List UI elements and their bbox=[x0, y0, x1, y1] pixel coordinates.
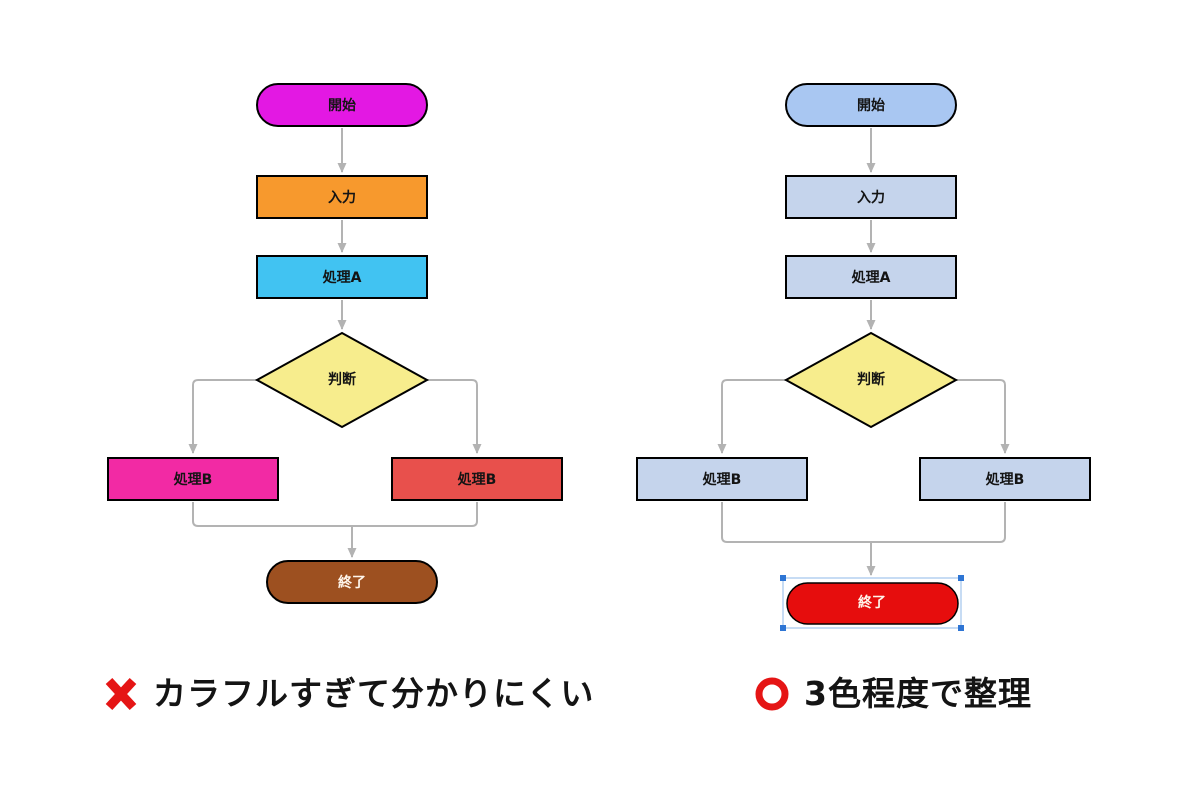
start-terminator-shape[interactable] bbox=[785, 83, 957, 127]
caption-organized: 3色程度で整理 bbox=[754, 672, 1032, 716]
node-decision[interactable]: 判断 bbox=[254, 331, 430, 429]
selection-bounding-box bbox=[782, 577, 962, 629]
node-input[interactable]: 入力 bbox=[256, 175, 428, 219]
input-label: 入力 bbox=[857, 189, 885, 206]
edge-merge-right bbox=[871, 502, 1006, 543]
decision-diamond-shape[interactable] bbox=[783, 331, 959, 429]
node-process-a[interactable]: 処理A bbox=[256, 255, 428, 299]
cross-mark-icon bbox=[105, 677, 137, 711]
selection-handle-bottom-left[interactable] bbox=[780, 625, 786, 631]
process-b-left-shape[interactable] bbox=[636, 457, 808, 501]
end-label: 終了 bbox=[338, 574, 366, 591]
input-process-shape[interactable] bbox=[785, 175, 957, 219]
node-start[interactable]: 開始 bbox=[256, 83, 428, 127]
selection-handles bbox=[780, 575, 964, 631]
node-end-selected[interactable]: 終了 bbox=[780, 575, 964, 631]
selection-handle-top-right[interactable] bbox=[958, 575, 964, 581]
end-label: 終了 bbox=[858, 594, 886, 611]
caption-colorful: カラフルすぎて分かりにくい bbox=[103, 672, 594, 716]
process-a-label: 処理A bbox=[322, 269, 362, 286]
decision-label: 判断 bbox=[857, 371, 885, 388]
process-b-right-label: 処理B bbox=[985, 471, 1025, 488]
node-process-b-left[interactable]: 処理B bbox=[107, 457, 279, 501]
process-a-shape[interactable] bbox=[785, 255, 957, 299]
edge-decision-processb-right bbox=[956, 379, 1010, 454]
caption-colorful-text: カラフルすぎて分かりにくい bbox=[153, 674, 595, 713]
end-terminator-shape[interactable] bbox=[786, 582, 959, 625]
node-process-b-right[interactable]: 処理B bbox=[391, 457, 563, 501]
node-start[interactable]: 開始 bbox=[785, 83, 957, 127]
process-b-right-shape[interactable] bbox=[391, 457, 563, 501]
edge-merge-left bbox=[192, 502, 352, 527]
start-label: 開始 bbox=[857, 97, 885, 114]
node-process-b-left[interactable]: 処理B bbox=[636, 457, 808, 501]
node-process-b-right[interactable]: 処理B bbox=[919, 457, 1091, 501]
edge-decision-processb-left bbox=[188, 379, 257, 454]
flowchart-colorful: 開始 入力 処理A 判断 処理B 処理B bbox=[107, 83, 563, 604]
start-terminator-shape[interactable] bbox=[256, 83, 428, 127]
process-b-right-label: 処理B bbox=[457, 471, 497, 488]
process-b-left-label: 処理B bbox=[173, 471, 213, 488]
process-b-right-shape[interactable] bbox=[919, 457, 1091, 501]
edge-decision-processb-left bbox=[717, 379, 786, 454]
circle-mark-icon bbox=[755, 677, 789, 711]
node-end[interactable]: 終了 bbox=[266, 560, 438, 604]
edge-merge-left bbox=[721, 502, 871, 543]
end-terminator-shape[interactable] bbox=[266, 560, 438, 604]
node-decision[interactable]: 判断 bbox=[783, 331, 959, 429]
selection-handle-top-left[interactable] bbox=[780, 575, 786, 581]
edge-decision-processb-right bbox=[427, 379, 482, 454]
decision-diamond-shape[interactable] bbox=[254, 331, 430, 429]
decision-label: 判断 bbox=[328, 371, 356, 388]
selection-handle-bottom-right[interactable] bbox=[958, 625, 964, 631]
input-process-shape[interactable] bbox=[256, 175, 428, 219]
caption-organized-text: 3色程度で整理 bbox=[804, 674, 1032, 713]
input-label: 入力 bbox=[328, 189, 356, 206]
process-a-shape[interactable] bbox=[256, 255, 428, 299]
process-b-left-label: 処理B bbox=[702, 471, 742, 488]
process-b-left-shape[interactable] bbox=[107, 457, 279, 501]
node-process-a[interactable]: 処理A bbox=[785, 255, 957, 299]
flowchart-organized: 開始 入力 処理A 判断 処理B 処理B bbox=[636, 83, 1091, 631]
start-label: 開始 bbox=[328, 97, 356, 114]
node-input[interactable]: 入力 bbox=[785, 175, 957, 219]
edge-merge-right bbox=[352, 502, 478, 527]
process-a-label: 処理A bbox=[851, 269, 891, 286]
